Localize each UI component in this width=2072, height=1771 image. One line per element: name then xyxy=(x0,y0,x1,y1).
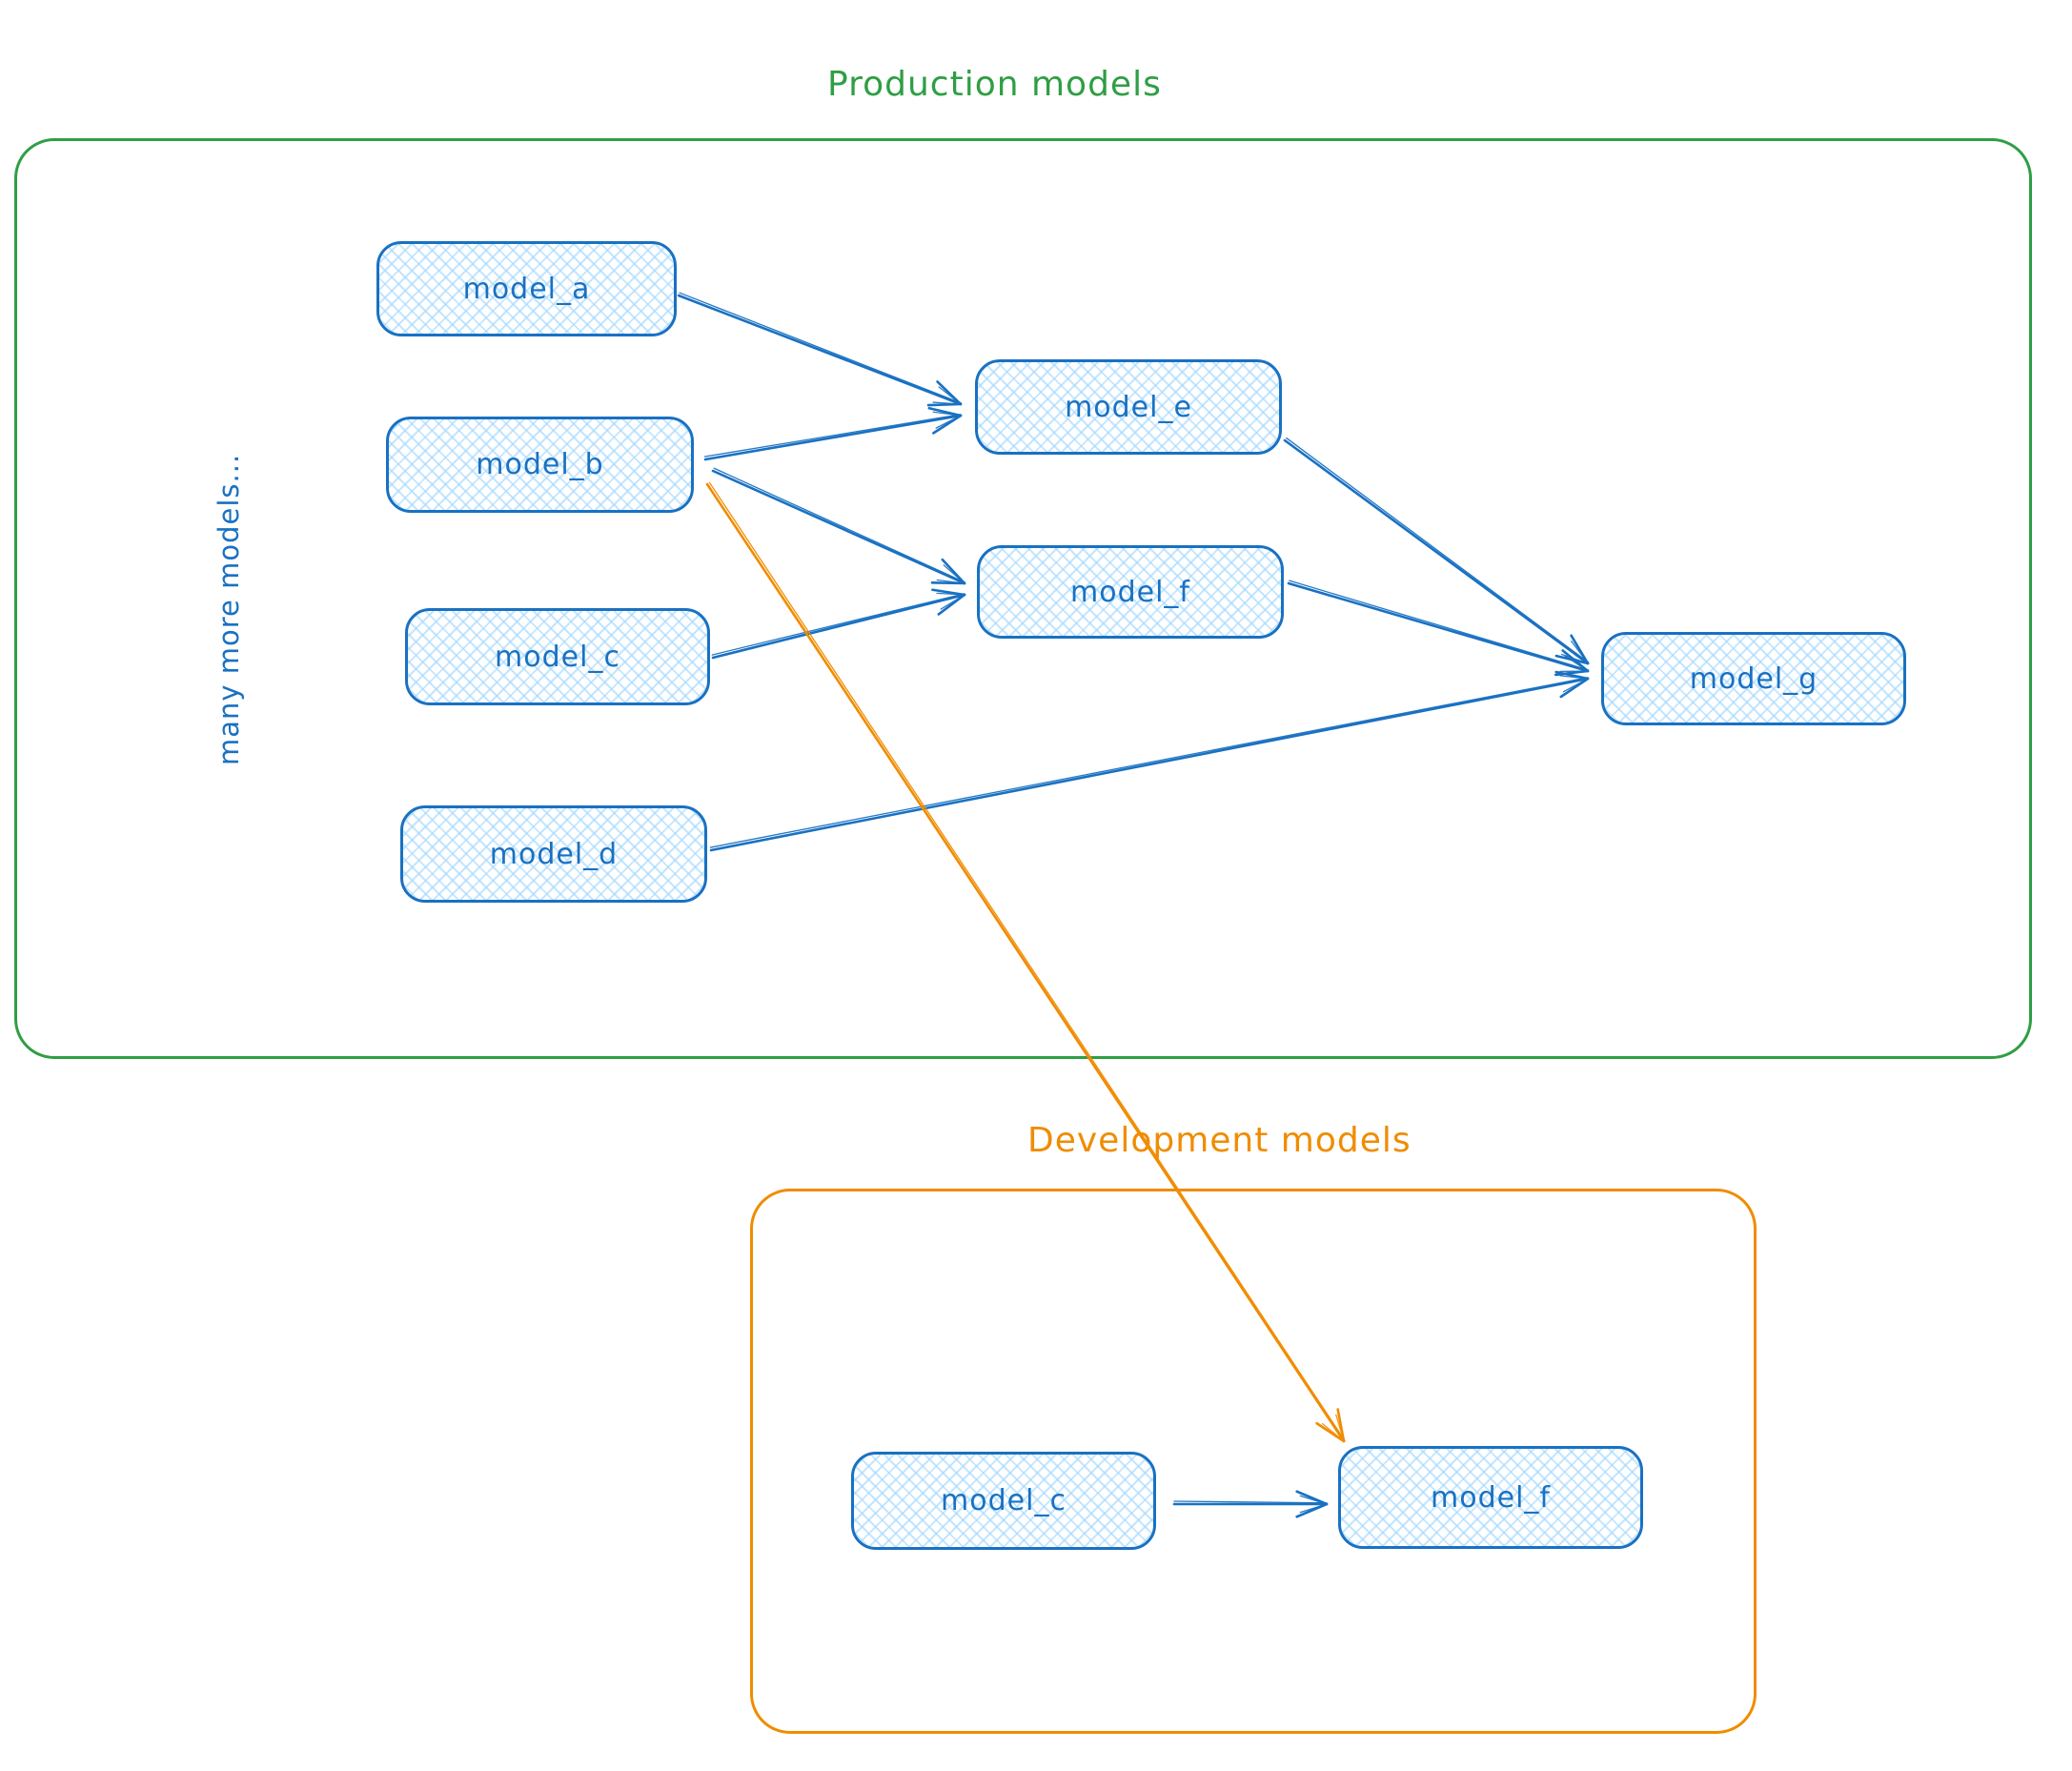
dev-model-f-node: model_f xyxy=(1338,1446,1643,1549)
model-f-node: model_f xyxy=(977,545,1284,639)
model-e-node: model_e xyxy=(975,359,1282,455)
development-group-title: Development models xyxy=(1027,1121,1412,1160)
model-a-node: model_a xyxy=(376,241,677,336)
model-g-node: model_g xyxy=(1601,632,1906,725)
dev-model-c-node: model_c xyxy=(851,1452,1156,1550)
model-b-node: model_b xyxy=(386,417,694,513)
many-more-models-label: many more models... xyxy=(213,453,245,765)
production-group-title: Production models xyxy=(827,65,1162,104)
model-d-node: model_d xyxy=(400,805,707,903)
model-c-node: model_c xyxy=(405,608,710,705)
